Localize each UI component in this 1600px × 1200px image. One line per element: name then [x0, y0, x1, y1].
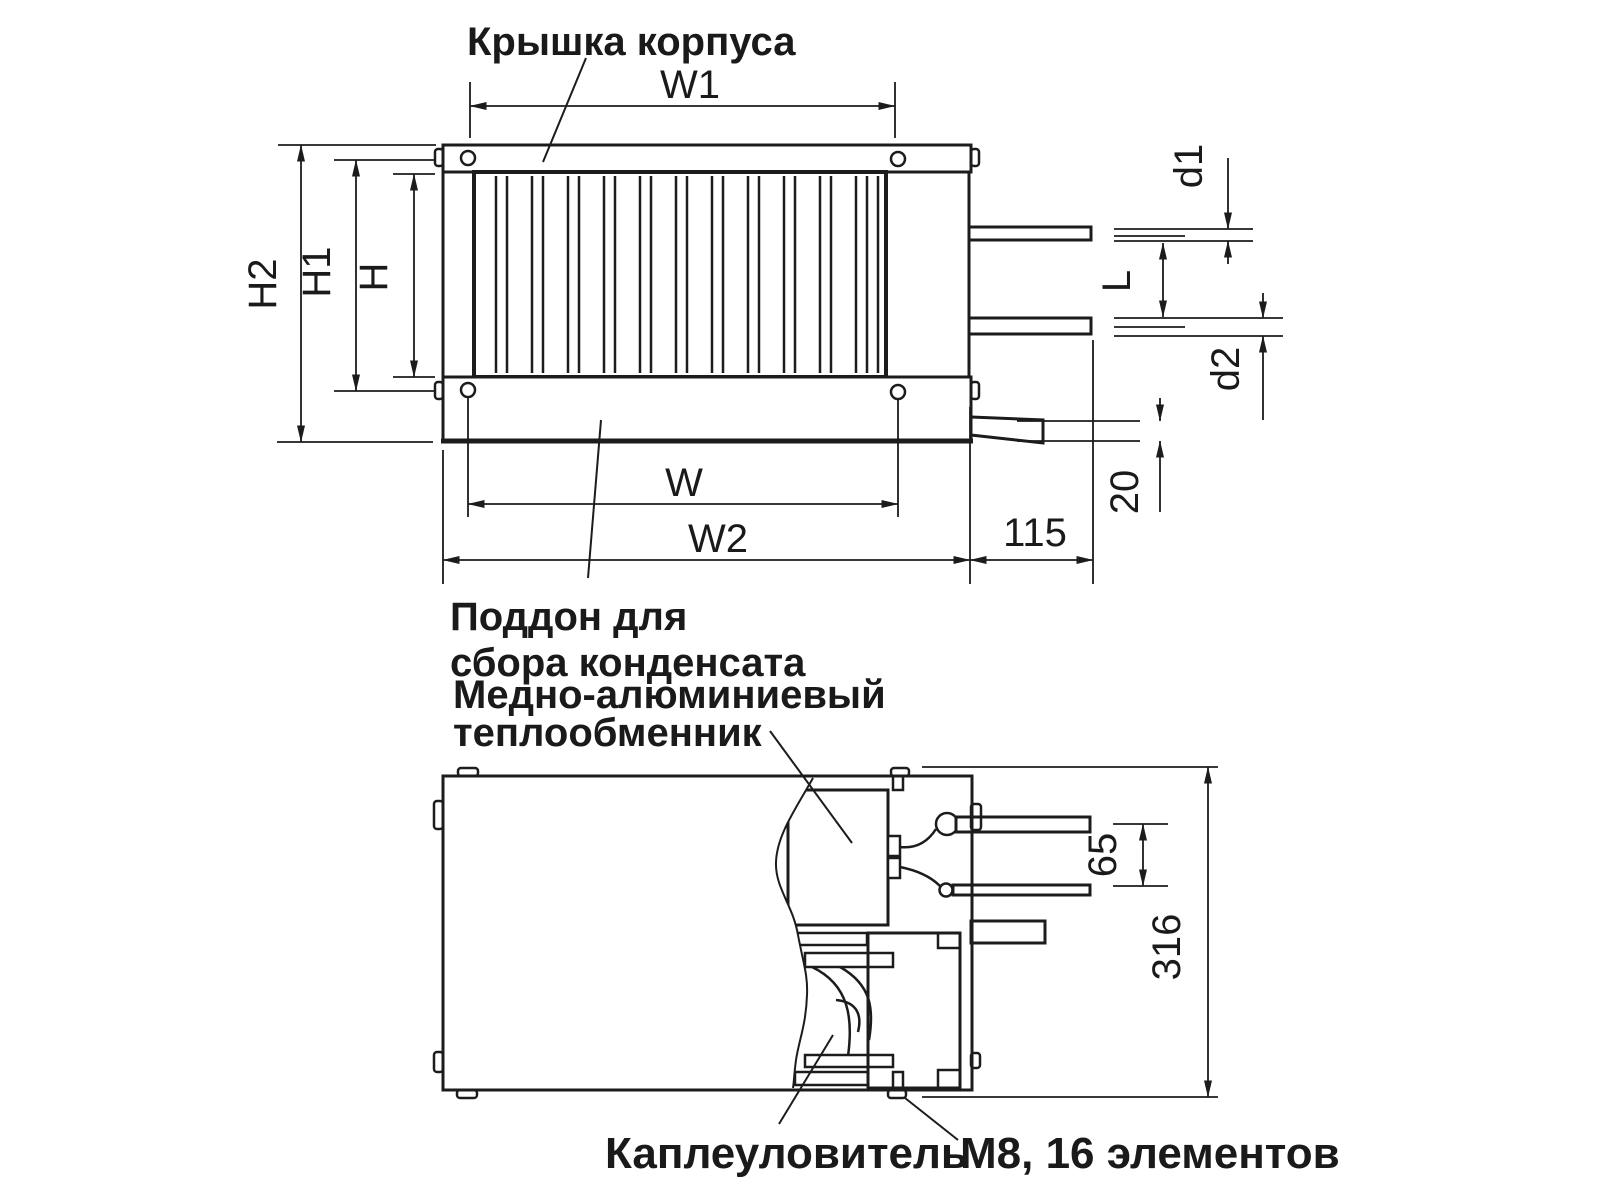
tab-right-lower [969, 1051, 982, 1070]
body-side-walls [441, 172, 971, 377]
tab-right-upper [969, 802, 983, 832]
dim-65: 65 [1081, 833, 1125, 878]
header-stub-top [886, 834, 902, 858]
drip-vane-1 [811, 965, 852, 1057]
drain-pipe [969, 415, 1045, 445]
dim-115: 115 [1003, 511, 1067, 555]
plan-pipe-top [954, 815, 1092, 834]
header-bend-top [899, 828, 938, 849]
m8-label: М8, 16 элементов [960, 1129, 1340, 1178]
tab-left-upper [432, 799, 445, 831]
tray-notch-bottom [936, 1068, 962, 1090]
dim-l: L [1095, 270, 1139, 292]
tab-left-lower [432, 1050, 445, 1074]
pan-label-line2: сбора конденсата [450, 641, 806, 685]
dim-d2: d2 [1204, 347, 1248, 392]
plan-view [432, 766, 1092, 1100]
drip-leader [778, 1034, 834, 1125]
plan-housing [441, 774, 974, 1092]
front-view-dimensions [277, 82, 1283, 584]
dim-w2: W2 [688, 517, 748, 561]
hx-leader [769, 730, 853, 844]
housing-cover [441, 143, 973, 174]
tray-notch-top [936, 931, 962, 950]
dim-d1: d1 [1167, 144, 1211, 189]
pan-screw-right [889, 383, 907, 401]
header-stub-bottom [886, 856, 902, 880]
front-view [433, 143, 1093, 445]
fin-lines [494, 176, 880, 373]
header-bend-bottom [899, 865, 941, 887]
foot-top-left [456, 766, 480, 778]
pipe-fitting-bottom [938, 882, 954, 898]
cover-leader [542, 57, 587, 163]
dim-w: W [665, 461, 703, 505]
dim-w1: W1 [660, 63, 720, 107]
pan-screw-left [459, 381, 477, 399]
pan-label-line1: Поддон для [450, 595, 687, 639]
drip-tray-box [866, 931, 962, 1090]
cover-screw-right [889, 150, 907, 168]
plan-pipe-bottom [951, 883, 1092, 897]
fin-core-frame [472, 170, 888, 379]
plan-drain-stub [969, 919, 1047, 945]
break-line [774, 777, 814, 1089]
leader-lines [542, 57, 959, 1141]
pipe-top [967, 225, 1093, 242]
heat-exchanger-block [786, 788, 890, 927]
plan-view-dimensions [922, 766, 1218, 1098]
m8-leader [904, 1097, 959, 1141]
breakout-mask [446, 778, 813, 1088]
hx-label-line1: Медно-алюминиевый [453, 673, 886, 717]
dim-h: H [352, 263, 396, 292]
dim-h2: H2 [241, 258, 285, 309]
pan-leader [587, 419, 602, 579]
foot-bottom-right [886, 1088, 908, 1100]
foot-bottom-left [455, 1088, 479, 1100]
labels: Крышка корпуса W1 H2 H1 H W W2 115 d1 L … [241, 20, 1340, 1178]
eliminator-bar-2 [803, 951, 895, 969]
eliminator-bar-1 [793, 931, 869, 947]
dim-316: 316 [1145, 914, 1189, 981]
pipe-bottom [967, 316, 1093, 336]
hx-label-line2: теплообменник [453, 711, 763, 755]
drip-label: Каплеуловитель [605, 1129, 968, 1178]
cover-screw-left [459, 149, 477, 167]
cover-label: Крышка корпуса [467, 20, 796, 64]
m8-boss-top [891, 774, 905, 792]
tray-tab [891, 1070, 905, 1090]
dim-h1: H1 [295, 246, 339, 297]
dim-20: 20 [1103, 470, 1147, 515]
drip-vane-3 [835, 998, 861, 1033]
